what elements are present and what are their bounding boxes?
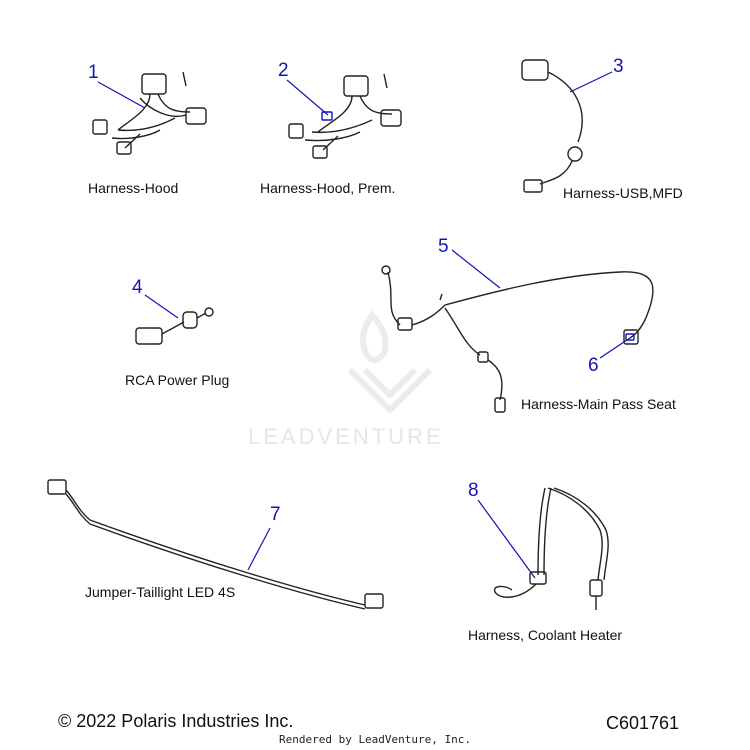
diagram-code: C601761 — [606, 713, 680, 733]
part-label-rca-power-plug: RCA Power Plug — [125, 372, 230, 388]
harness-hood-drawing — [92, 71, 207, 155]
watermark-text: LEADVENTURE — [248, 424, 444, 449]
rca-power-plug-drawing — [135, 307, 214, 345]
copyright-text: © 2022 Polaris Industries Inc. — [58, 711, 294, 731]
callout-number-8[interactable]: 8 — [468, 480, 479, 501]
part-label-harness-main-pass-seat: Harness-Main Pass Seat — [521, 396, 676, 412]
jumper-taillight-drawing — [47, 479, 384, 610]
callout-number-4[interactable]: 4 — [132, 277, 143, 298]
callout-number-7[interactable]: 7 — [270, 504, 281, 525]
harness-usb-mfd-drawing — [521, 59, 583, 193]
harness-main-pass-seat-drawing — [381, 265, 654, 413]
harness-hood-prem-drawing — [288, 73, 402, 159]
callout-number-1[interactable]: 1 — [88, 62, 99, 83]
rendered-by-text: Rendered by LeadVenture, Inc. — [278, 733, 472, 746]
part-label-harness-hood-prem: Harness-Hood, Prem. — [260, 180, 396, 196]
callout-number-2[interactable]: 2 — [278, 60, 289, 81]
part-label-jumper-taillight: Jumper-Taillight LED 4S — [85, 584, 236, 600]
part-label-harness-usb-mfd: Harness-USB,MFD — [563, 185, 683, 201]
callout-number-6[interactable]: 6 — [588, 355, 599, 376]
callout-lines — [97, 71, 631, 579]
watermark-logo — [347, 310, 433, 415]
callout-number-5[interactable]: 5 — [438, 236, 449, 257]
callout-number-3[interactable]: 3 — [613, 56, 624, 77]
part-label-harness-coolant-heater: Harness, Coolant Heater — [468, 627, 623, 643]
part-label-harness-hood: Harness-Hood — [88, 180, 179, 196]
harness-coolant-heater-drawing — [493, 487, 609, 610]
